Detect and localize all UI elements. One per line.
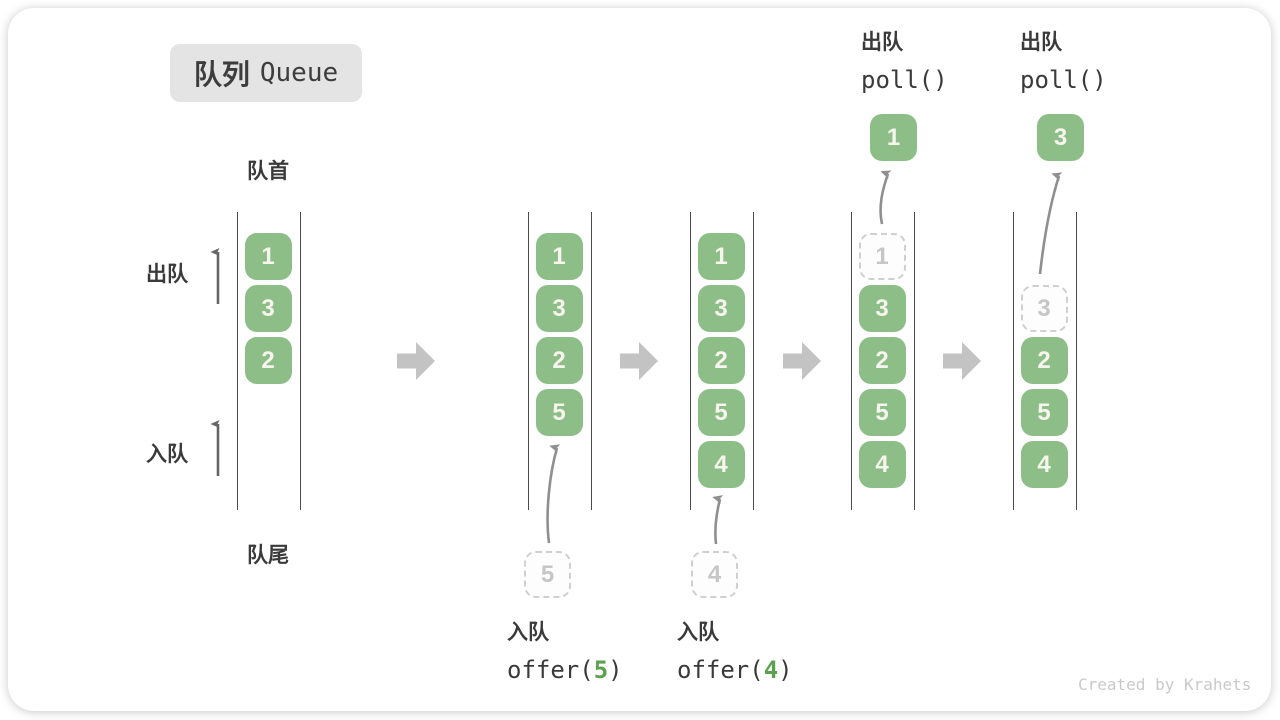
queue-item: 5 [858, 389, 906, 436]
dequeued-item: 3 [1037, 114, 1084, 161]
dequeued-item: 1 [870, 114, 917, 161]
enqueue-operation: 入队 offer(4) [677, 616, 793, 684]
queue-item: 2 [1020, 337, 1068, 384]
queue-item: 2 [697, 337, 745, 384]
queue-item-ghost: 1 [858, 233, 906, 280]
queue-item: 5 [697, 389, 745, 436]
queue-item: 4 [1020, 441, 1068, 488]
title-en: Queue [259, 58, 339, 88]
queue-column [237, 212, 301, 510]
queue-item: 1 [244, 233, 292, 280]
dequeue-operation: 出队 poll() [1020, 26, 1107, 94]
queue-item: 3 [858, 285, 906, 332]
enqueue-operation: 入队 offer(5) [507, 616, 623, 684]
canvas-card [8, 8, 1271, 711]
op-poll-code: poll() [1020, 66, 1107, 94]
op-dequeue-label: 出队 [1020, 31, 1062, 54]
op-enqueue-label: 入队 [507, 621, 549, 644]
queue-item: 5 [535, 389, 583, 436]
title-zh: 队列 [193, 59, 250, 90]
label-dequeue-side: 出队 [146, 263, 188, 286]
queue-item: 1 [535, 233, 583, 280]
incoming-item-ghost: 4 [691, 551, 738, 598]
op-poll-code: poll() [861, 66, 948, 94]
op-enqueue-label: 入队 [677, 621, 719, 644]
queue-item: 1 [697, 233, 745, 280]
queue-column [528, 212, 592, 510]
op-dequeue-label: 出队 [861, 31, 903, 54]
queue-item: 3 [244, 285, 292, 332]
label-queue-rear: 队尾 [247, 544, 289, 567]
queue-column [851, 212, 915, 510]
queue-item: 2 [244, 337, 292, 384]
queue-item: 3 [535, 285, 583, 332]
incoming-item-ghost: 5 [524, 551, 571, 598]
label-queue-front: 队首 [247, 160, 289, 183]
dequeue-operation: 出队 poll() [861, 26, 948, 94]
label-enqueue-side: 入队 [146, 443, 188, 466]
queue-item: 2 [858, 337, 906, 384]
title-badge: 队列 Queue [170, 44, 362, 102]
watermark: Created by Krahets [1078, 675, 1252, 694]
op-offer-code: offer(5) [507, 656, 623, 684]
queue-item: 4 [697, 441, 745, 488]
queue-column [690, 212, 754, 510]
queue-item: 3 [697, 285, 745, 332]
queue-item: 4 [858, 441, 906, 488]
op-offer-code: offer(4) [677, 656, 793, 684]
queue-item-ghost: 3 [1020, 285, 1068, 332]
queue-item: 2 [535, 337, 583, 384]
queue-item: 5 [1020, 389, 1068, 436]
queue-column [1013, 212, 1077, 510]
